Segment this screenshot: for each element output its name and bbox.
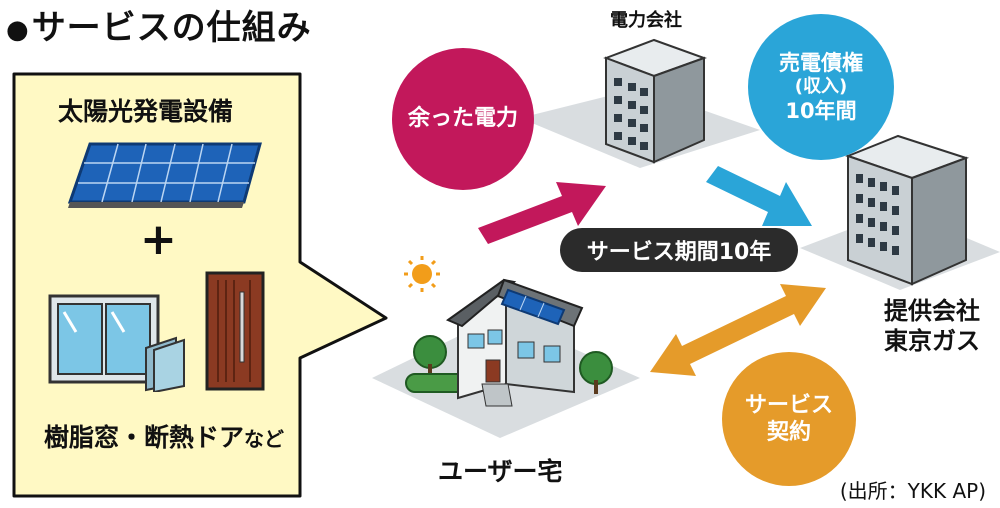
source-credit: (出所：YKK AP): [839, 479, 986, 503]
window-door-main: 樹脂窓・断熱ドア: [44, 423, 245, 452]
page-title: ●サービスの仕組み: [6, 0, 312, 49]
power-company-building-icon: [603, 38, 707, 164]
surplus-power-circle: 余った電力: [392, 48, 534, 190]
solar-panel-icon: [67, 142, 262, 208]
arrow-sales-rights: [706, 166, 812, 226]
service-period-text: サービス期間10年: [586, 240, 772, 265]
provider-label-line2: 東京ガス: [884, 327, 980, 355]
sales-rights-line2: (収入): [794, 75, 848, 97]
resin-window-icon: [48, 294, 185, 392]
arrow-surplus-power: [478, 182, 606, 244]
title-text: サービスの仕組み: [31, 8, 312, 48]
title-bullet: ●: [6, 14, 30, 45]
provider-label-line1: 提供会社: [884, 297, 980, 325]
plus-sign: +: [140, 214, 177, 265]
sales-rights-line3: 10年間: [785, 99, 857, 124]
user-home-label: ユーザー宅: [438, 457, 563, 486]
arrow-service-contract: [650, 284, 826, 376]
insulated-door-icon: [205, 271, 265, 391]
sun-icon: [404, 256, 440, 292]
service-period-pill: サービス期間10年: [560, 228, 798, 272]
provider-label: 提供会社 東京ガス: [884, 296, 980, 356]
service-contract-line1: サービス: [744, 392, 833, 418]
sales-rights-line1: 売電債権: [779, 50, 863, 75]
service-contract-circle: サービス 契約: [722, 352, 856, 486]
power-company-label: 電力会社: [610, 10, 682, 31]
window-door-suffix: など: [244, 427, 285, 451]
resin-window-door-label: 樹脂窓・断熱ドアなど: [44, 418, 284, 454]
provider-building-icon: [845, 134, 970, 286]
user-house-icon: [404, 256, 613, 407]
surplus-power-text: 余った電力: [407, 106, 518, 132]
service-contract-line2: 契約: [766, 420, 811, 445]
solar-equipment-label: 太陽光発電設備: [58, 97, 234, 126]
sales-rights-circle: 売電債権 (収入) 10年間: [748, 14, 894, 160]
